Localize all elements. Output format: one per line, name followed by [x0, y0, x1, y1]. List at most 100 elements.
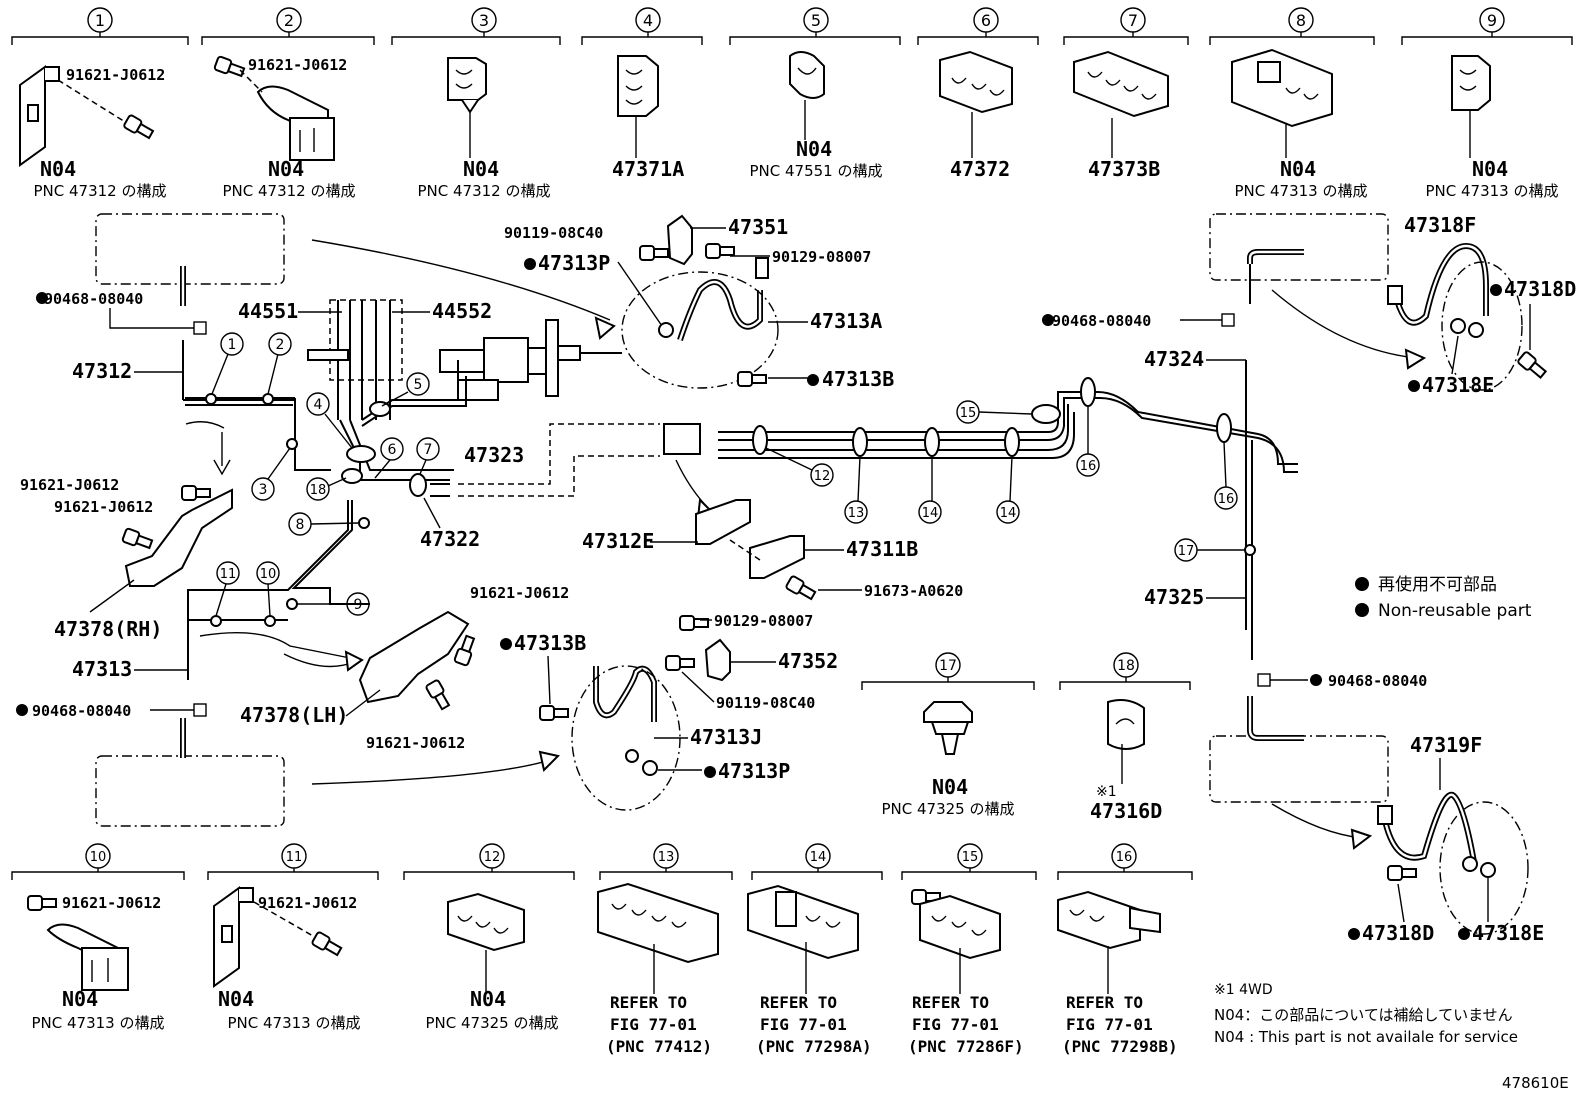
- clip-7-sketch: [1073, 50, 1169, 158]
- clip-12-pnc: PNC 47325 の構成: [426, 1014, 559, 1032]
- master-cylinder-group: [329, 299, 403, 381]
- clip-3-pnc: PNC 47312 の構成: [418, 182, 551, 200]
- clip-13-sketch: [597, 882, 719, 994]
- bracket-47312e: [695, 499, 751, 545]
- label-47313p-b: 47313P: [718, 759, 790, 783]
- clip-2-bolt-label: 91621-J0612: [248, 56, 347, 74]
- svg-text:REFER TO: REFER TO: [1066, 993, 1143, 1012]
- svg-text:16: 16: [1218, 492, 1235, 507]
- clip-2-sketch: [213, 55, 335, 161]
- clip-15-sketch: [911, 889, 1001, 994]
- svg-text:REFER TO: REFER TO: [610, 993, 687, 1012]
- clip-5-sketch: [789, 51, 825, 140]
- label-47313a: 47313A: [810, 309, 882, 333]
- svg-text:5: 5: [414, 377, 423, 393]
- clip-10-code: N04: [62, 987, 98, 1011]
- callout-13: 13: [658, 850, 675, 865]
- callout-15: 15: [962, 850, 979, 865]
- clip-8-sketch: [1231, 48, 1333, 158]
- label-47312: 47312: [72, 359, 132, 383]
- svg-text:16: 16: [1080, 459, 1097, 474]
- clip-12-sketch: [447, 892, 525, 994]
- callout-4: 4: [643, 11, 653, 30]
- svg-text:(PNC 77286F): (PNC 77286F): [908, 1037, 1024, 1056]
- clip-5-code: N04: [796, 137, 832, 161]
- svg-text:FIG 77-01: FIG 77-01: [610, 1015, 697, 1034]
- front-right-hose: 47318F 47318D 47318E: [1387, 213, 1576, 397]
- svg-text:4: 4: [314, 397, 323, 413]
- clip-4-code: 47371A: [612, 157, 684, 181]
- legend-n04-en: N04 : This part is not availale for serv…: [1214, 1028, 1518, 1046]
- figure-id: 478610E: [1502, 1074, 1569, 1092]
- label-47322: 47322: [420, 527, 480, 551]
- clip-10-bolt-label: 91621-J0612: [62, 894, 161, 912]
- clip-2-pnc: PNC 47312 の構成: [223, 182, 356, 200]
- label-47318d-a: 47318D: [1504, 277, 1576, 301]
- svg-text:11: 11: [220, 567, 237, 582]
- label-47324: 47324: [1144, 347, 1204, 371]
- label-47318f: 47318F: [1404, 213, 1476, 237]
- front-left-wheel-area: [95, 213, 285, 285]
- svg-text:FIG 77-01: FIG 77-01: [1066, 1015, 1153, 1034]
- svg-text:(PNC 77298B): (PNC 77298B): [1062, 1037, 1178, 1056]
- clip-11-sketch: [213, 886, 344, 988]
- label-90468-front-left: 90468-08040: [44, 290, 143, 308]
- callout-3: 3: [479, 11, 489, 30]
- callout-10: 10: [90, 850, 107, 865]
- clip-12-code: N04: [470, 987, 506, 1011]
- front-right-wheel-area: [1209, 213, 1389, 281]
- label-44551: 44551: [238, 299, 298, 323]
- callout-2: 2: [284, 11, 294, 30]
- clip-7-code: 47373B: [1088, 157, 1160, 181]
- svg-text:7: 7: [424, 442, 433, 458]
- label-47313p-a: 47313P: [538, 251, 610, 275]
- callout-18: 18: [1117, 658, 1135, 674]
- callout-5: 5: [811, 11, 821, 30]
- label-91621-b: 91621-J0612: [54, 498, 153, 516]
- label-47352: 47352: [778, 649, 838, 673]
- top-part-row: 1 2 3 4 5 6 7 8 9 91621-J0612 91621-J061…: [11, 7, 1573, 200]
- svg-text:6: 6: [388, 442, 397, 458]
- label-47319f: 47319F: [1410, 733, 1482, 757]
- label-91673: 91673-A0620: [864, 582, 963, 600]
- mid-part-row: 17 18 N04 PNC 47325 の構成 ※1 47316D: [861, 652, 1191, 823]
- label-91621-c: 91621-J0612: [470, 584, 569, 602]
- clip-2-code: N04: [268, 157, 304, 181]
- callout-11: 11: [286, 850, 303, 865]
- clip-1-code: N04: [40, 157, 76, 181]
- clip-9-sketch: [1451, 55, 1491, 158]
- bracket-rh: [124, 488, 233, 587]
- label-90129-b: 90129-08007: [714, 612, 813, 630]
- label-47313: 47313: [72, 657, 132, 681]
- label-47318e-b: 47318E: [1472, 921, 1544, 945]
- clip-6-sketch: [939, 50, 1013, 158]
- refer-13: REFER TO FIG 77-01 (PNC 77412): [606, 993, 712, 1056]
- svg-text:13: 13: [848, 506, 865, 521]
- clip-1-bolt-label: 91621-J0612: [66, 66, 165, 84]
- label-90119-a: 90119-08C40: [504, 224, 603, 242]
- clip-9-pnc: PNC 47313 の構成: [1426, 182, 1559, 200]
- main-callouts: 1 2 3 4 5 6 7 18 8 11 10 9: [211, 332, 440, 617]
- legend-jp: 再使用不可部品: [1378, 574, 1497, 595]
- label-91621-d: 91621-J0612: [366, 734, 465, 752]
- svg-text:FIG 77-01: FIG 77-01: [760, 1015, 847, 1034]
- clip-10-pnc: PNC 47313 の構成: [32, 1014, 165, 1032]
- front-left-hose: 90119-08C40 47351 90129-08007 47313P 473…: [504, 214, 894, 391]
- clip-8-code: N04: [1280, 157, 1316, 181]
- label-90468-rear-right: 90468-08040: [1328, 672, 1427, 690]
- bracket-lh: [358, 610, 470, 704]
- clip-1-sketch: [19, 65, 156, 167]
- label-47313b-a: 47313B: [822, 367, 894, 391]
- clip-4-sketch: [617, 55, 659, 158]
- label-44552: 44552: [432, 299, 492, 323]
- svg-text:14: 14: [1000, 506, 1017, 521]
- clip-11-code: N04: [218, 987, 254, 1011]
- label-47313b-b: 47313B: [514, 631, 586, 655]
- label-47311b: 47311B: [846, 537, 918, 561]
- rear-left-wheel-area: [95, 755, 285, 827]
- clip-3-sketch: [447, 57, 487, 158]
- callout-17: 17: [939, 658, 957, 674]
- top-callout-circles: [87, 7, 1505, 37]
- svg-text:(PNC 77412): (PNC 77412): [606, 1037, 712, 1056]
